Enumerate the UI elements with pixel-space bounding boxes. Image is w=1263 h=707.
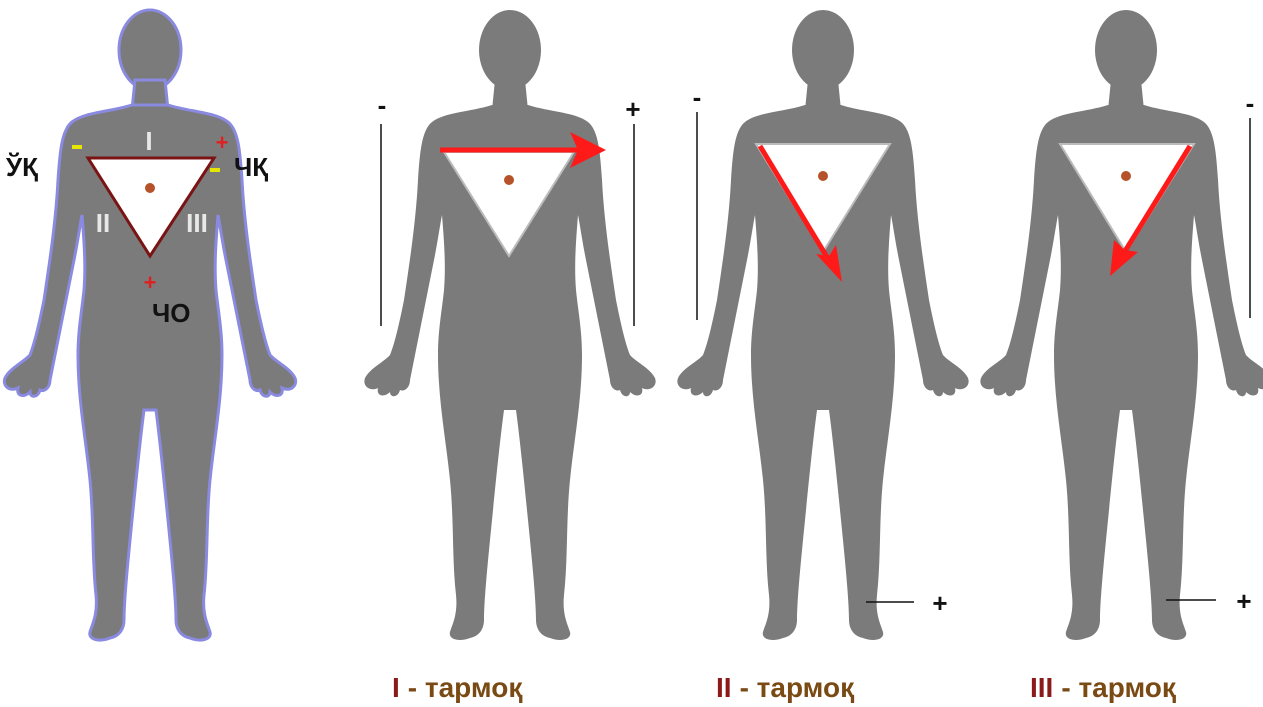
human-silhouette-4 — [980, 10, 1263, 640]
human-silhouette-1 — [4, 10, 295, 640]
lead-number-2: II — [96, 208, 110, 238]
caption-lead-1-label: - тармоқ — [408, 672, 523, 703]
minus-marker-left-arm — [210, 168, 220, 172]
lead3-pole-plus: + — [1236, 586, 1251, 616]
electrode-label-right-arm: ЎҚ — [5, 152, 38, 182]
lead-number-3: III — [186, 208, 208, 238]
lead1-pole-minus: - — [378, 90, 387, 120]
figure-lead-3: - + — [980, 10, 1263, 640]
caption-lead-2: II - тармоқ — [716, 672, 854, 704]
figure-lead-1: - + — [364, 10, 655, 640]
electrode-label-left-leg: ЧО — [152, 298, 191, 328]
heart-dot — [818, 171, 828, 181]
caption-lead-3-label: - тармоқ — [1061, 672, 1176, 703]
heart-dot — [504, 175, 514, 185]
figure-einthoven: I II III + + ЎҚ ЧҚ ЧО — [4, 10, 295, 640]
caption-lead-2-roman: II — [716, 672, 732, 703]
lead2-pole-plus: + — [932, 588, 947, 618]
caption-lead-1-roman: I — [392, 672, 400, 703]
heart-dot — [145, 183, 155, 193]
plus-marker-left-arm: + — [216, 130, 229, 155]
lead2-pole-minus: - — [693, 82, 702, 112]
human-silhouette-2 — [364, 10, 655, 640]
caption-lead-2-label: - тармоқ — [740, 672, 855, 703]
minus-marker-right-arm — [72, 145, 82, 149]
lead3-pole-minus: - — [1246, 88, 1255, 118]
figure-lead-2: - + — [677, 10, 968, 640]
heart-dot — [1121, 171, 1131, 181]
caption-lead-3: III - тармоқ — [1030, 672, 1176, 704]
caption-lead-1: I - тармоқ — [392, 672, 522, 704]
plus-marker-left-leg: + — [144, 270, 157, 295]
caption-lead-3-roman: III — [1030, 672, 1053, 703]
lead-number-1: I — [145, 126, 152, 156]
lead1-pole-plus: + — [625, 94, 640, 124]
human-silhouette-3 — [677, 10, 968, 640]
electrode-label-left-arm: ЧҚ — [234, 152, 268, 182]
